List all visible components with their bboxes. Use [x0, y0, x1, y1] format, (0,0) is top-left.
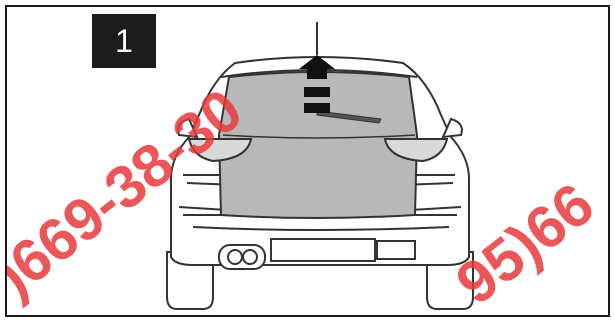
step-number-badge: 1 — [92, 14, 156, 68]
diagram-frame: 1 — [5, 5, 610, 317]
exhaust-pipes — [219, 245, 265, 269]
